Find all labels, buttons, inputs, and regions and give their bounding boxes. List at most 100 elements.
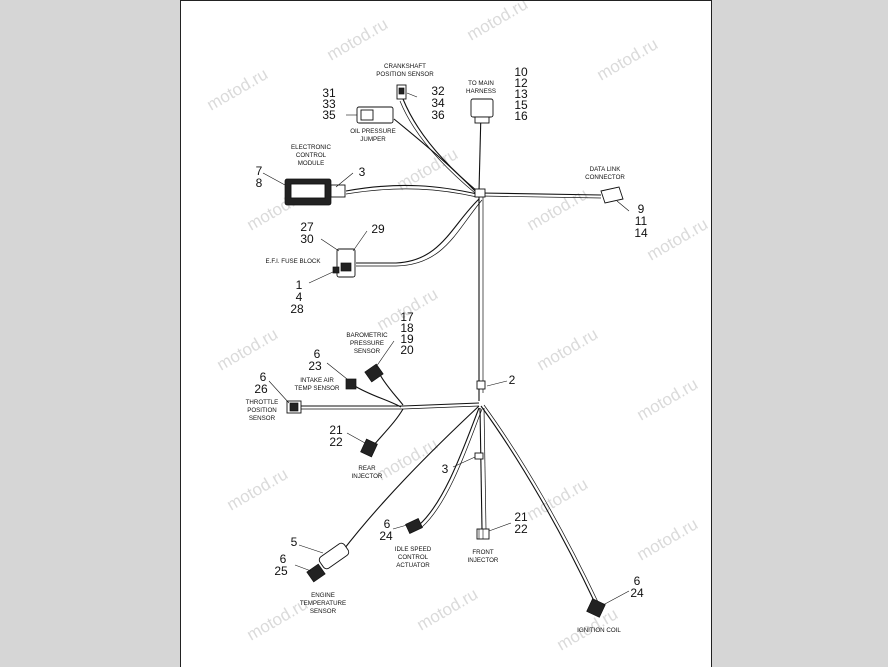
engine-temp-sensor bbox=[306, 563, 326, 583]
watermark: motod.ru bbox=[524, 474, 592, 524]
wire-idle-speed bbox=[418, 407, 480, 526]
callout-ecm-1: 7 bbox=[256, 164, 263, 178]
rear-injector bbox=[360, 438, 378, 458]
label-crankshaft-2: POSITION SENSOR bbox=[376, 71, 434, 78]
baro-sensor bbox=[364, 363, 384, 383]
wire-data-link bbox=[480, 192, 602, 196]
watermark: motod.ru bbox=[534, 324, 602, 374]
callout-dlc-3: 14 bbox=[634, 226, 648, 240]
label-idle-1: IDLE SPEED bbox=[395, 546, 432, 553]
label-idle-3: ACTUATOR bbox=[396, 562, 430, 569]
callout-fuse-4: 1 bbox=[296, 278, 303, 292]
callout-idle-2: 24 bbox=[379, 529, 393, 543]
label-ecm-3: MODULE bbox=[298, 160, 324, 167]
callout-baro-3: 19 bbox=[400, 332, 414, 346]
wiring-harness-diagram: motod.ru motod.ru motod.ru motod.ru moto… bbox=[204, 1, 712, 654]
diagram-panel: motod.ru motod.ru motod.ru motod.ru moto… bbox=[180, 0, 712, 667]
engine-temp-housing bbox=[318, 542, 350, 570]
junction-clip bbox=[476, 380, 486, 390]
callout-main-2: 12 bbox=[514, 76, 528, 90]
callout-eng-temp-2: 25 bbox=[274, 564, 288, 578]
ignition-coil-connector bbox=[586, 598, 606, 618]
callout-crank-2: 34 bbox=[431, 96, 445, 110]
callout-coil-1: 6 bbox=[634, 574, 641, 588]
wire-ecm bbox=[345, 184, 478, 195]
callout-dlc-2: 11 bbox=[635, 214, 648, 228]
callout-fuse-3: 29 bbox=[371, 222, 385, 236]
callout-ecm-3: 3 bbox=[359, 165, 366, 179]
callout-throttle-2: 26 bbox=[254, 382, 268, 396]
watermark: motod.ru bbox=[324, 14, 392, 64]
callout-fuse-2: 30 bbox=[300, 232, 314, 246]
label-front-inj-2: INJECTOR bbox=[468, 557, 499, 564]
label-fuse-block: E.F.I. FUSE BLOCK bbox=[265, 258, 321, 265]
wire-throttle bbox=[301, 402, 480, 407]
label-oil-pressure-2: JUMPER bbox=[360, 136, 386, 143]
callout-main-1: 10 bbox=[514, 65, 528, 79]
label-engine-temp-3: SENSOR bbox=[310, 608, 337, 615]
label-front-inj-1: FRONT bbox=[472, 549, 494, 556]
callout-oil-2: 33 bbox=[322, 97, 336, 111]
watermark: motod.ru bbox=[634, 514, 702, 564]
label-ecm-2: CONTROL bbox=[296, 152, 327, 159]
callout-numbers: 32 34 36 10 12 13 15 16 31 33 35 7 8 3 9… bbox=[254, 65, 648, 600]
watermark: motod.ru bbox=[524, 184, 592, 234]
callout-front-inj-2: 22 bbox=[514, 522, 528, 536]
label-rear-inj-1: REAR bbox=[358, 465, 376, 472]
callout-baro-2: 18 bbox=[400, 321, 414, 335]
watermark: motod.ru bbox=[644, 214, 712, 264]
intake-air-sensor bbox=[345, 378, 357, 390]
idle-speed-actuator bbox=[405, 518, 423, 534]
callout-ecm-2: 8 bbox=[256, 176, 263, 190]
watermark: motod.ru bbox=[414, 584, 482, 634]
wire-ignition-coil bbox=[480, 405, 596, 604]
callout-coil-2: 24 bbox=[630, 586, 644, 600]
watermark: motod.ru bbox=[464, 1, 532, 44]
callout-throttle-1: 6 bbox=[260, 370, 267, 384]
watermark: motod.ru bbox=[214, 324, 282, 374]
label-engine-temp-1: ENGINE bbox=[311, 592, 335, 599]
label-idle-2: CONTROL bbox=[398, 554, 429, 561]
component-labels: CRANKSHAFT POSITION SENSOR TO MAIN HARNE… bbox=[246, 63, 626, 634]
label-crankshaft-1: CRANKSHAFT bbox=[384, 63, 426, 70]
label-main-harness-2: HARNESS bbox=[466, 88, 496, 95]
label-rear-inj-2: INJECTOR bbox=[352, 473, 383, 480]
wire-oil-pressure bbox=[393, 118, 478, 194]
callout-rear-inj-2: 22 bbox=[329, 435, 343, 449]
leader-lines bbox=[262, 92, 630, 606]
callout-clip: 3 bbox=[442, 462, 449, 476]
label-main-harness-1: TO MAIN bbox=[468, 80, 494, 87]
callout-eng-temp-1: 6 bbox=[280, 552, 287, 566]
callout-intake-1: 6 bbox=[314, 347, 321, 361]
label-engine-temp-2: TEMPERATURE bbox=[300, 600, 346, 607]
wire-to-main-harness bbox=[478, 110, 482, 192]
watermark: motod.ru bbox=[204, 64, 272, 114]
label-ignition-coil: IGNITION COIL bbox=[577, 627, 621, 634]
callout-main-5: 16 bbox=[514, 109, 528, 123]
watermark: motod.ru bbox=[634, 374, 702, 424]
callout-idle-1: 6 bbox=[384, 517, 391, 531]
callout-oil-3: 35 bbox=[322, 108, 336, 122]
components bbox=[284, 84, 624, 618]
label-baro-1: BAROMETRIC bbox=[346, 332, 388, 339]
callout-fuse-1: 27 bbox=[300, 220, 314, 234]
label-data-link-1: DATA LINK bbox=[590, 166, 622, 173]
watermark: motod.ru bbox=[394, 144, 462, 194]
wire-fuse-block bbox=[356, 198, 480, 264]
label-data-link-2: CONNECTOR bbox=[585, 174, 625, 181]
callout-front-inj-1: 21 bbox=[514, 510, 528, 524]
callout-crank-3: 36 bbox=[431, 108, 445, 122]
callout-fuse-5: 4 bbox=[296, 290, 303, 304]
watermark: motod.ru bbox=[594, 34, 662, 84]
callout-fuse-6: 28 bbox=[290, 302, 304, 316]
label-oil-pressure-1: OIL PRESSURE bbox=[350, 128, 396, 135]
callout-baro-4: 20 bbox=[400, 343, 414, 357]
callout-baro-1: 17 bbox=[400, 310, 414, 324]
wire-baro bbox=[378, 372, 404, 406]
wire-engine-temp bbox=[340, 405, 480, 554]
wire-front-injector bbox=[479, 407, 483, 530]
callout-main-3: 13 bbox=[514, 87, 528, 101]
label-baro-2: PRESSURE bbox=[350, 340, 384, 347]
callout-crank-1: 32 bbox=[431, 84, 445, 98]
main-harness-connector bbox=[470, 98, 494, 118]
